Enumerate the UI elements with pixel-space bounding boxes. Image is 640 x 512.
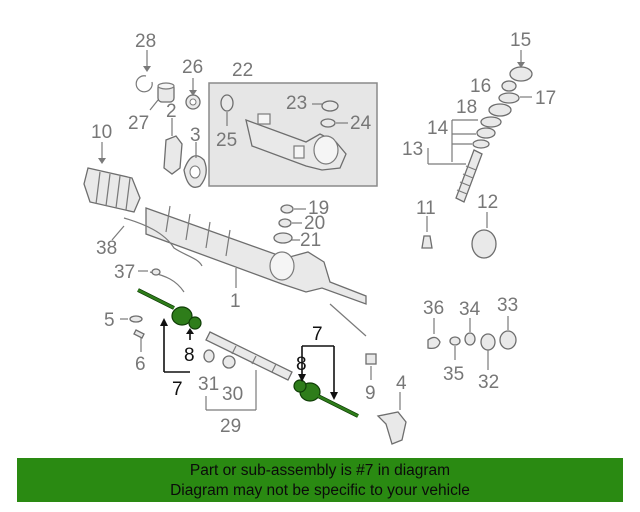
callout-7-left: 7 xyxy=(172,379,183,400)
part-15-cover[interactable] xyxy=(509,66,533,82)
callout-10: 10 xyxy=(91,122,112,143)
callout-32: 32 xyxy=(478,372,499,393)
part-1-rack-assembly[interactable] xyxy=(145,205,367,337)
callout-9: 9 xyxy=(365,383,376,404)
callout-24: 24 xyxy=(350,113,372,134)
part-30-clamp[interactable] xyxy=(222,355,236,369)
banner-line-1: Part or sub-assembly is #7 in diagram xyxy=(189,462,451,479)
callout-30: 30 xyxy=(222,384,243,405)
callout-16: 16 xyxy=(470,76,491,97)
callout-13: 13 xyxy=(402,139,423,160)
part-19-nut[interactable] xyxy=(280,204,294,214)
housing-inset-box xyxy=(208,82,378,187)
callout-1: 1 xyxy=(230,291,241,312)
part-9-bushing[interactable] xyxy=(365,353,377,365)
part-18-bearing[interactable] xyxy=(488,103,512,117)
callout-12: 12 xyxy=(477,192,498,213)
callout-23: 23 xyxy=(286,93,307,114)
callout-37: 37 xyxy=(114,262,135,283)
callout-26: 26 xyxy=(182,57,203,78)
part-25-seal[interactable] xyxy=(220,94,234,112)
part-28-snap-ring[interactable] xyxy=(135,75,153,93)
callout-31: 31 xyxy=(198,374,219,395)
callout-29: 29 xyxy=(220,416,241,437)
callout-21: 21 xyxy=(300,230,321,251)
callout-27: 27 xyxy=(128,113,149,134)
parts-diagram: 28 26 27 2 3 10 22 23 24 25 15 16 17 18 … xyxy=(83,30,556,445)
part-4-tie-rod-end[interactable] xyxy=(376,411,407,445)
part-38-pipe[interactable] xyxy=(123,217,203,267)
part-32-bushing[interactable] xyxy=(480,333,496,351)
part-17-ring[interactable] xyxy=(498,92,520,104)
callout-38: 38 xyxy=(96,238,117,259)
part-35-ring[interactable] xyxy=(449,336,461,346)
part-10-boot[interactable] xyxy=(83,167,141,213)
part-16-nut[interactable] xyxy=(501,80,517,92)
part-29-boot[interactable] xyxy=(205,331,293,381)
callout-34: 34 xyxy=(459,299,481,320)
callout-8-left: 8 xyxy=(184,345,195,366)
part-5-clip[interactable] xyxy=(129,315,143,323)
part-20-washer[interactable] xyxy=(278,218,292,228)
part-14-seals[interactable] xyxy=(472,116,502,149)
callout-5: 5 xyxy=(104,310,115,331)
callout-22: 22 xyxy=(232,60,253,81)
part-27-bushing[interactable] xyxy=(157,82,175,103)
callout-35: 35 xyxy=(443,364,464,385)
callout-20: 20 xyxy=(304,213,325,234)
part-26-ring[interactable] xyxy=(185,94,201,110)
info-banner: Part or sub-assembly is #7 in diagram Di… xyxy=(17,458,623,502)
part-22-housing[interactable] xyxy=(245,113,347,171)
callout-14: 14 xyxy=(427,118,449,139)
callout-7-right: 7 xyxy=(312,324,323,345)
part-6-clip[interactable] xyxy=(133,329,145,339)
part-24-cap[interactable] xyxy=(320,118,336,128)
callout-15: 15 xyxy=(510,30,531,51)
part-11-plug[interactable] xyxy=(421,235,433,249)
part-31-clamp[interactable] xyxy=(203,349,215,363)
callout-4: 4 xyxy=(396,373,407,394)
callout-25: 25 xyxy=(216,130,237,151)
callout-33: 33 xyxy=(497,295,518,316)
part-8-left-nut[interactable] xyxy=(188,316,202,330)
part-7-inner-tie-rod-right[interactable] xyxy=(299,382,359,418)
callout-8-right: 8 xyxy=(296,354,307,375)
callout-2: 2 xyxy=(166,101,177,122)
callout-18: 18 xyxy=(456,97,477,118)
part-3-adjuster[interactable] xyxy=(183,155,207,188)
part-23-cap[interactable] xyxy=(321,100,339,112)
part-21-cap[interactable] xyxy=(273,232,293,244)
banner-line-2: Diagram may not be specific to your vehi… xyxy=(170,482,470,499)
part-13-pinion[interactable] xyxy=(455,149,483,203)
callout-28: 28 xyxy=(135,31,156,52)
part-33-bushing[interactable] xyxy=(499,330,517,350)
callout-3: 3 xyxy=(190,125,201,146)
part-34-ring[interactable] xyxy=(464,332,476,346)
part-8-right-nut[interactable] xyxy=(293,379,307,393)
part-36-clip[interactable] xyxy=(427,336,441,350)
part-12-cover[interactable] xyxy=(471,229,497,259)
callout-36: 36 xyxy=(423,298,444,319)
part-37-pipe[interactable] xyxy=(149,268,185,293)
callout-17: 17 xyxy=(535,88,556,109)
part-2-yoke[interactable] xyxy=(163,118,183,175)
callout-19: 19 xyxy=(308,198,329,219)
part-7-inner-tie-rod-left[interactable] xyxy=(137,288,193,326)
callout-6: 6 xyxy=(135,354,146,375)
callout-11: 11 xyxy=(416,198,436,219)
